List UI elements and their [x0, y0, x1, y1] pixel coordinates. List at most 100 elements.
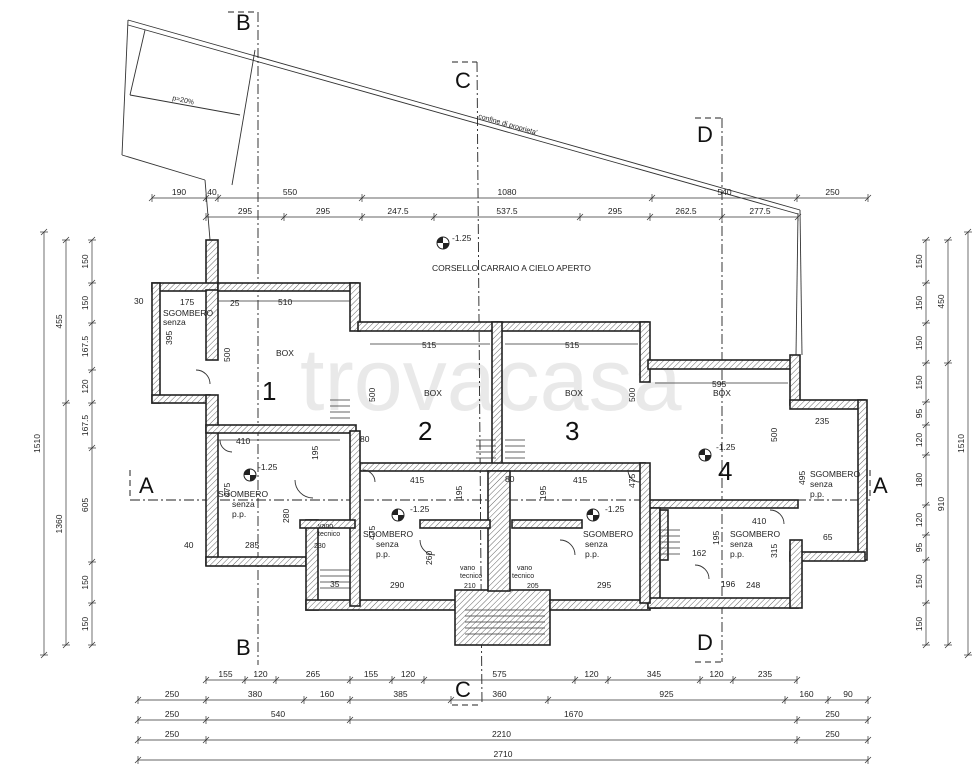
- bottom-dim-1-2: 265: [306, 669, 320, 679]
- svg-text:senza: senza: [232, 499, 255, 509]
- svg-text:210: 210: [464, 583, 476, 590]
- svg-text:595: 595: [712, 379, 726, 389]
- left-dim-3-0: 1510: [32, 434, 42, 453]
- right-dim-1-4: 95: [914, 409, 924, 419]
- svg-text:35: 35: [330, 579, 340, 589]
- level-4: -1.25: [716, 442, 736, 452]
- svg-text:p.p.: p.p.: [376, 549, 390, 559]
- top-dim-1-1: 40: [207, 187, 217, 197]
- staircase: [320, 399, 680, 635]
- bottom-dim-1-8: 120: [709, 669, 723, 679]
- top-dim-2-2: 247.5: [387, 206, 409, 216]
- svg-text:vano: vano: [460, 565, 475, 572]
- bottom-dim-5-0: 2710: [494, 749, 513, 759]
- bottom-dim-1-5: 575: [492, 669, 506, 679]
- svg-text:40: 40: [184, 540, 194, 550]
- svg-text:290: 290: [390, 580, 404, 590]
- box-4-number: 4: [718, 456, 732, 486]
- svg-text:SGOMBERO: SGOMBERO: [730, 529, 780, 539]
- svg-text:p.p.: p.p.: [232, 509, 246, 519]
- level-2: -1.25: [410, 504, 430, 514]
- level-markers: -1.25 -1.25 -1.25 -1.25 -1.25: [243, 233, 736, 522]
- left-dim-1-1: 150: [80, 296, 90, 310]
- left-dim-1-3: 120: [80, 379, 90, 393]
- svg-text:495: 495: [797, 471, 807, 485]
- right-dim-1-10: 150: [914, 617, 924, 631]
- top-dim-1-4: 540: [717, 187, 731, 197]
- svg-text:196: 196: [721, 579, 735, 589]
- bottom-dim-4-0: 250: [165, 729, 179, 739]
- bottom-dim-4-2: 250: [825, 729, 839, 739]
- svg-text:80: 80: [360, 434, 370, 444]
- svg-text:395: 395: [164, 331, 174, 345]
- svg-text:475: 475: [367, 526, 377, 540]
- svg-text:senza: senza: [376, 539, 399, 549]
- box-3-label: BOX: [565, 388, 583, 398]
- top-dim-2-5: 262.5: [675, 206, 697, 216]
- left-dim-1-0: 150: [80, 254, 90, 268]
- left-dim-1-4: 167.5: [80, 415, 90, 437]
- left-dim-1-6: 150: [80, 575, 90, 589]
- section-B-bottom: B: [236, 635, 251, 660]
- bottom-dim-1-7: 345: [647, 669, 661, 679]
- svg-text:175: 175: [180, 297, 194, 307]
- svg-text:SGOMBERO: SGOMBERO: [810, 469, 860, 479]
- svg-text:295: 295: [597, 580, 611, 590]
- left-dim-2-1: 1360: [54, 514, 64, 533]
- right-dim-3-0: 1510: [956, 434, 966, 453]
- bottom-dim-2-3: 385: [393, 689, 407, 699]
- box-2-number: 2: [418, 416, 432, 446]
- right-dim-1-1: 150: [914, 296, 924, 310]
- svg-text:500: 500: [222, 348, 232, 362]
- top-dim-1-0: 190: [172, 187, 186, 197]
- left-dim-2-0: 455: [54, 314, 64, 328]
- svg-text:SGOMBERO: SGOMBERO: [583, 529, 633, 539]
- bottom-dim-2-1: 380: [248, 689, 262, 699]
- svg-text:500: 500: [769, 428, 779, 442]
- storage-labels: SGOMBERO senza SGOMBERO senza p.p. SGOMB…: [163, 308, 860, 580]
- level-1: -1.25: [258, 462, 278, 472]
- bottom-dim-2-6: 160: [799, 689, 813, 699]
- top-dim-1-5: 250: [825, 187, 839, 197]
- walls: [151, 239, 868, 646]
- bottom-dim-1-0: 155: [218, 669, 232, 679]
- slope-label: p=20%: [172, 95, 195, 106]
- svg-text:vano: vano: [318, 523, 333, 530]
- svg-text:senza: senza: [810, 479, 833, 489]
- doors: [195, 369, 785, 580]
- svg-text:475: 475: [222, 483, 232, 497]
- svg-text:p.p.: p.p.: [730, 549, 744, 559]
- bottom-dim-4-1: 2210: [492, 729, 511, 739]
- svg-text:515: 515: [565, 340, 579, 350]
- bottom-dim-3-3: 250: [825, 709, 839, 719]
- right-dim-1-8: 95: [914, 543, 924, 553]
- svg-text:vano: vano: [517, 565, 532, 572]
- svg-text:162: 162: [692, 548, 706, 558]
- section-B-top: B: [236, 10, 251, 35]
- bottom-dim-1-1: 120: [253, 669, 267, 679]
- svg-text:SGOMBERO: SGOMBERO: [163, 308, 213, 318]
- svg-text:205: 205: [527, 583, 539, 590]
- property-line-label: confine di proprieta': [477, 113, 537, 137]
- section-D-bottom: D: [697, 630, 713, 655]
- box-3-number: 3: [565, 416, 579, 446]
- svg-text:235: 235: [815, 416, 829, 426]
- svg-text:195: 195: [538, 486, 548, 500]
- section-D-top: D: [697, 122, 713, 147]
- left-dim-1-5: 605: [80, 498, 90, 512]
- svg-text:senza: senza: [585, 539, 608, 549]
- svg-text:415: 415: [410, 475, 424, 485]
- right-dim-1-2: 150: [914, 336, 924, 350]
- box-2-label: BOX: [424, 388, 442, 398]
- right-dim-1-9: 150: [914, 574, 924, 588]
- courtyard-label: CORSELLO CARRAIO A CIELO APERTO: [432, 263, 591, 273]
- left-dim-1-7: 150: [80, 617, 90, 631]
- top-dim-2-6: 277.5: [749, 206, 771, 216]
- top-dim-2-0: 295: [238, 206, 252, 216]
- bottom-dim-3-2: 1670: [564, 709, 583, 719]
- right-dim-1-0: 150: [914, 254, 924, 268]
- bottom-dim-1-9: 235: [758, 669, 772, 679]
- svg-text:475: 475: [627, 474, 637, 488]
- bottom-dim-2-0: 250: [165, 689, 179, 699]
